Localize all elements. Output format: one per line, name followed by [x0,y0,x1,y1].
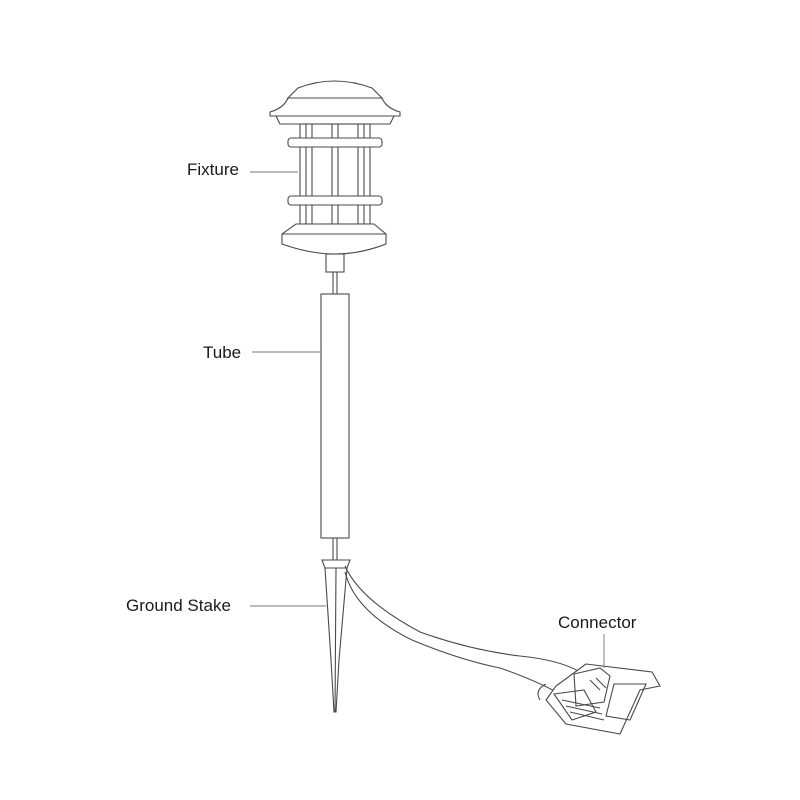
fixture-neck [325,253,345,273]
tube-label: Tube [203,343,242,362]
fixture-upper-ring [287,137,383,148]
ground-stake-label: Ground Stake [126,596,231,615]
tube-body [320,293,350,539]
cable-wire-2 [344,571,561,695]
cable-wire-1 [344,565,581,673]
cable-part [344,565,581,695]
fixture-base [281,223,387,255]
connector-part [537,663,661,735]
fixture-label: Fixture [187,160,239,179]
fixture-top-cap [286,80,384,99]
fixture-roof-band [275,115,395,125]
fixture-part [269,80,401,294]
ground-stake-part [321,559,351,713]
fixture-roof [269,97,401,117]
connector-clip [545,663,661,735]
tube-part [320,293,350,560]
connector-label: Connector [558,613,637,632]
fixture-lower-ring [287,195,383,206]
